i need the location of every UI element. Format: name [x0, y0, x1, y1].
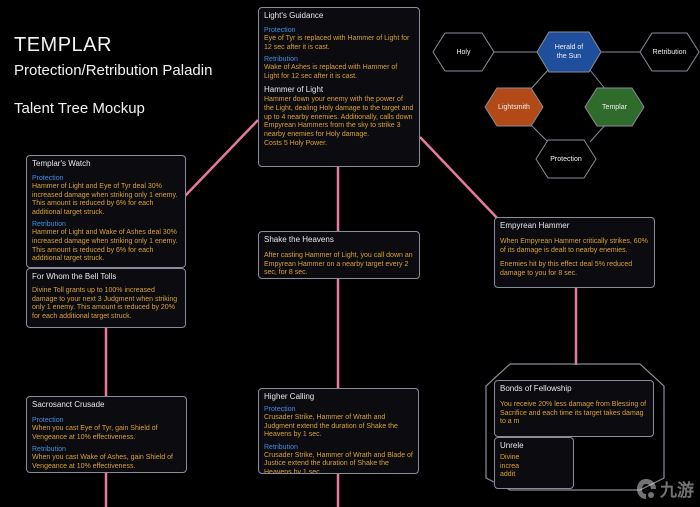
protection-label: Protection — [32, 175, 64, 182]
retribution-text: When you cast Wake of Ashes, gain Shield… — [32, 454, 173, 470]
hex-templar — [584, 87, 645, 127]
spec-hex-diagram — [432, 31, 700, 179]
retribution-text: Hammer of Light and Wake of Ashes deal 3… — [32, 229, 178, 263]
protection-text: Crusader Strike, Hammer of Wrath and Jud… — [264, 414, 398, 439]
hex-holy — [432, 32, 495, 72]
hammer-of-light-cost: Costs 5 Holy Power. — [264, 140, 328, 148]
talent-card-empyrean-hammer[interactable]: Empyrean Hammer When Empyrean Hammer cri… — [494, 217, 655, 288]
talent-title: Bonds of Fellowship — [500, 384, 572, 393]
talent-text: Divine increa addit — [500, 454, 520, 479]
talent-text: After casting Hammer of Light, you call … — [264, 252, 413, 277]
protection-text: When you cast Eye of Tyr, gain Shield of… — [32, 425, 158, 441]
link-herald-lightsmith — [529, 69, 549, 91]
protection-text: Hammer of Light and Eye of Tyr deal 30% … — [32, 183, 178, 216]
watermark-logo-icon — [637, 478, 656, 499]
talent-card-shake-the-heavens[interactable]: Shake the Heavens After casting Hammer o… — [258, 231, 420, 279]
page-title: TEMPLAR — [14, 34, 112, 56]
hex-protection — [535, 139, 597, 179]
talent-title: Shake the Heavens — [264, 235, 334, 244]
watermark: 九游 — [635, 476, 694, 501]
talent-card-unrelenting[interactable]: Unrele Divine increa addit — [494, 437, 574, 489]
link-templar-protection — [589, 123, 607, 143]
talent-title: Unrele — [500, 441, 524, 450]
protection-label: Protection — [32, 417, 64, 424]
link-herald-templar — [589, 69, 607, 91]
talent-card-sacrosanct-crusade[interactable]: Sacrosanct Crusade Protection When you c… — [26, 396, 187, 473]
talent-card-templars-watch[interactable]: Templar's Watch Protection Hammer of Lig… — [26, 155, 186, 268]
talent-title: For Whom the Bell Tolls — [32, 272, 117, 281]
talent-card-bonds-of-fellowship[interactable]: Bonds of Fellowship You receive 20% less… — [494, 380, 654, 437]
talent-text-1: When Empyrean Hammer critically strikes,… — [500, 238, 648, 254]
protection-text: Eye of Tyr is replaced with Hammer of Li… — [264, 35, 410, 51]
protection-label: Protection — [264, 406, 296, 413]
line-guidance-to-watch — [184, 119, 259, 197]
talent-card-lights-guidance[interactable]: Light's Guidance Protection Eye of Tyr i… — [258, 7, 420, 167]
talent-card-higher-calling[interactable]: Higher Calling Protection Crusader Strik… — [258, 388, 419, 474]
watermark-text: 九游 — [660, 481, 694, 501]
retribution-label: Retribution — [32, 446, 66, 454]
talent-title: Sacrosanct Crusade — [32, 400, 105, 409]
hammer-of-light-text: Hammer down your enemy with the power of… — [264, 96, 414, 138]
talent-text: Divine Toll grants up to 100% increased … — [32, 287, 178, 320]
retribution-label: Retribution — [264, 56, 298, 64]
hex-herald — [536, 31, 602, 73]
talent-title: Higher Calling — [264, 392, 315, 401]
link-lightsmith-protection — [529, 123, 549, 143]
talent-title: Templar's Watch — [32, 159, 91, 168]
talent-title: Empyrean Hammer — [500, 221, 570, 230]
retribution-label: Retribution — [32, 221, 66, 229]
hammer-of-light-title: Hammer of Light — [264, 85, 324, 95]
talent-text: You receive 20% less damage from Blessin… — [500, 401, 647, 426]
talent-card-bell-tolls[interactable]: For Whom the Bell Tolls Divine Toll gran… — [26, 268, 186, 328]
talent-title: Light's Guidance — [264, 11, 324, 20]
retribution-text: Crusader Strike, Hammer of Wrath and Bla… — [264, 451, 413, 474]
page-mock-label: Talent Tree Mockup — [14, 100, 145, 117]
retribution-text: Wake of Ashes is replaced with Hammer of… — [264, 64, 398, 80]
protection-label: Protection — [264, 27, 296, 34]
hex-retribution — [639, 32, 700, 72]
talent-text-2: Enemies hit by this effect deal 5% reduc… — [500, 261, 633, 277]
line-guidance-to-empyrean — [419, 136, 499, 220]
page-subtitle: Protection/Retribution Paladin — [14, 62, 213, 79]
hex-lightsmith — [484, 87, 544, 127]
retribution-label: Retribution — [264, 443, 298, 451]
